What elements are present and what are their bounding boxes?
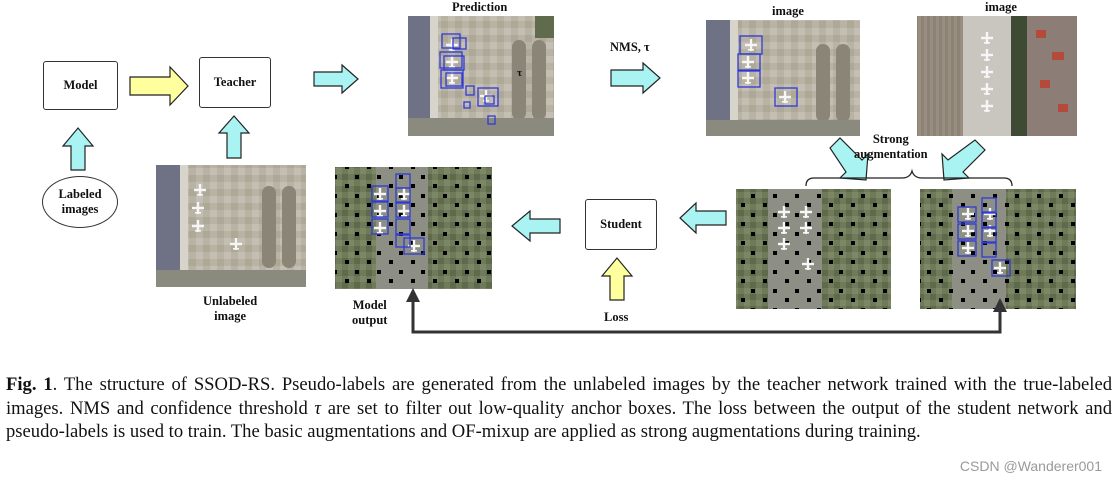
tau-mark: τ <box>517 67 523 79</box>
strong-augmentation-line2: augmentation <box>854 147 928 161</box>
labeled-images-oval: Labeled images <box>42 176 118 228</box>
unlabeled-image-label: Unlabeled image <box>203 294 257 324</box>
strong-augmentation-image-2 <box>920 189 1076 309</box>
unlabeled-image <box>156 165 306 287</box>
model-output-line1: Model <box>352 298 387 312</box>
up-arrow-icon <box>406 288 420 302</box>
caption-fig-label: Fig. 1 <box>6 374 53 395</box>
loss-label: Loss <box>604 310 629 324</box>
up-arrow-icon <box>993 298 1007 312</box>
caption-text-1: . The structure of SSOD-RS. Pseudo-label… <box>6 374 1113 419</box>
strong-augmentation-image-1 <box>736 189 891 309</box>
unlabeled-line2: image <box>214 309 247 323</box>
pseudo-image-label: image <box>772 4 804 18</box>
figure-caption: Fig. 1. The structure of SSOD-RS. Pseudo… <box>6 373 1112 444</box>
ssod-rs-figure: Model Teacher Student Labeled images Pre… <box>42 0 1077 334</box>
right-arrow-icon <box>313 63 359 95</box>
model-box: Model <box>43 61 118 110</box>
strong-augmentation-line1: Strong <box>872 132 909 146</box>
model-output-line2: output <box>352 313 388 327</box>
up-arrow-icon <box>600 257 634 301</box>
brace-icon <box>805 168 1013 187</box>
student-box: Student <box>585 199 657 250</box>
right-arrow-icon <box>129 65 189 107</box>
unlabeled-line1: Unlabeled <box>203 294 258 308</box>
labeled-images-label-line1: Labeled <box>58 187 102 201</box>
labeled-image-label: image <box>985 0 1017 14</box>
up-arrow-icon <box>61 127 95 171</box>
prediction-image <box>408 16 554 136</box>
right-arrow-icon <box>610 61 661 95</box>
loss-line <box>411 300 1002 334</box>
caption-text-2: are set to filter out low-quality anchor… <box>6 397 1112 443</box>
strong-augmentation-label: Strong augmentation <box>854 132 928 162</box>
down-arrow-icon <box>941 139 986 181</box>
left-arrow-icon <box>679 201 727 235</box>
watermark: CSDN @Wanderer001 <box>959 458 1102 474</box>
teacher-box: Teacher <box>199 57 271 108</box>
model-output-label: Model output <box>352 298 387 328</box>
nms-tau-label: NMS, τ <box>610 40 650 54</box>
prediction-label: Prediction <box>452 0 508 14</box>
left-arrow-icon <box>511 209 561 243</box>
pseudo-label-image <box>706 20 860 136</box>
labeled-images-label-line2: images <box>61 202 99 216</box>
caption-tau: τ <box>314 397 322 419</box>
down-arrow-icon <box>829 137 869 181</box>
model-output-image <box>335 167 492 289</box>
up-arrow-icon <box>217 115 251 159</box>
labeled-image <box>917 16 1077 136</box>
figure-canvas <box>61 16 1077 334</box>
